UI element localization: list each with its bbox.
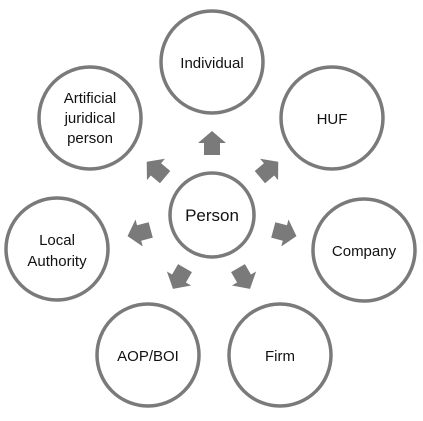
arrow-to-individual <box>198 131 226 155</box>
arrow-to-aop-boi <box>166 264 192 289</box>
arrow-to-firm <box>231 264 257 289</box>
node-local-authority-circle <box>4 196 110 302</box>
node-artificial-juridical-person: Artificial juridical person <box>37 65 143 171</box>
node-firm-label: Firm <box>265 348 295 365</box>
node-aop-boi: AOP/BOI <box>95 302 201 408</box>
node-company: Company <box>311 197 417 303</box>
node-firm: Firm <box>227 302 333 408</box>
node-individual: Individual <box>159 9 265 115</box>
node-artificial-juridical-person-label-line-3: person <box>67 130 113 147</box>
node-company-circle <box>311 197 417 303</box>
node-artificial-juridical-person-label-line-2: juridical <box>64 110 116 127</box>
node-individual-circle <box>159 9 265 115</box>
node-huf-circle <box>279 65 385 171</box>
arrow-to-local-authority <box>127 219 153 247</box>
node-local-authority-label-line-2: Authority <box>27 253 87 270</box>
node-aop-boi-circle <box>95 302 201 408</box>
node-aop-boi-label: AOP/BOI <box>117 348 179 365</box>
node-artificial-juridical-person-label-line-1: Artificial <box>64 90 117 107</box>
node-local-authority: Local Authority <box>4 196 110 302</box>
node-company-label: Company <box>332 243 397 260</box>
arrow-to-company <box>271 219 297 247</box>
node-huf-label: HUF <box>317 111 348 128</box>
arrow-to-huf <box>254 158 279 184</box>
center-circle <box>168 171 256 259</box>
center-label: Person <box>185 206 239 225</box>
node-individual-label: Individual <box>180 55 243 72</box>
node-local-authority-label-line-1: Local <box>39 232 75 249</box>
node-huf: HUF <box>279 65 385 171</box>
arrow-to-artificial-juridical-person <box>146 158 171 184</box>
center-node-person: Person <box>168 171 256 259</box>
node-firm-circle <box>227 302 333 408</box>
arrows-group <box>127 131 297 289</box>
node-artificial-juridical-person-circle <box>37 65 143 171</box>
